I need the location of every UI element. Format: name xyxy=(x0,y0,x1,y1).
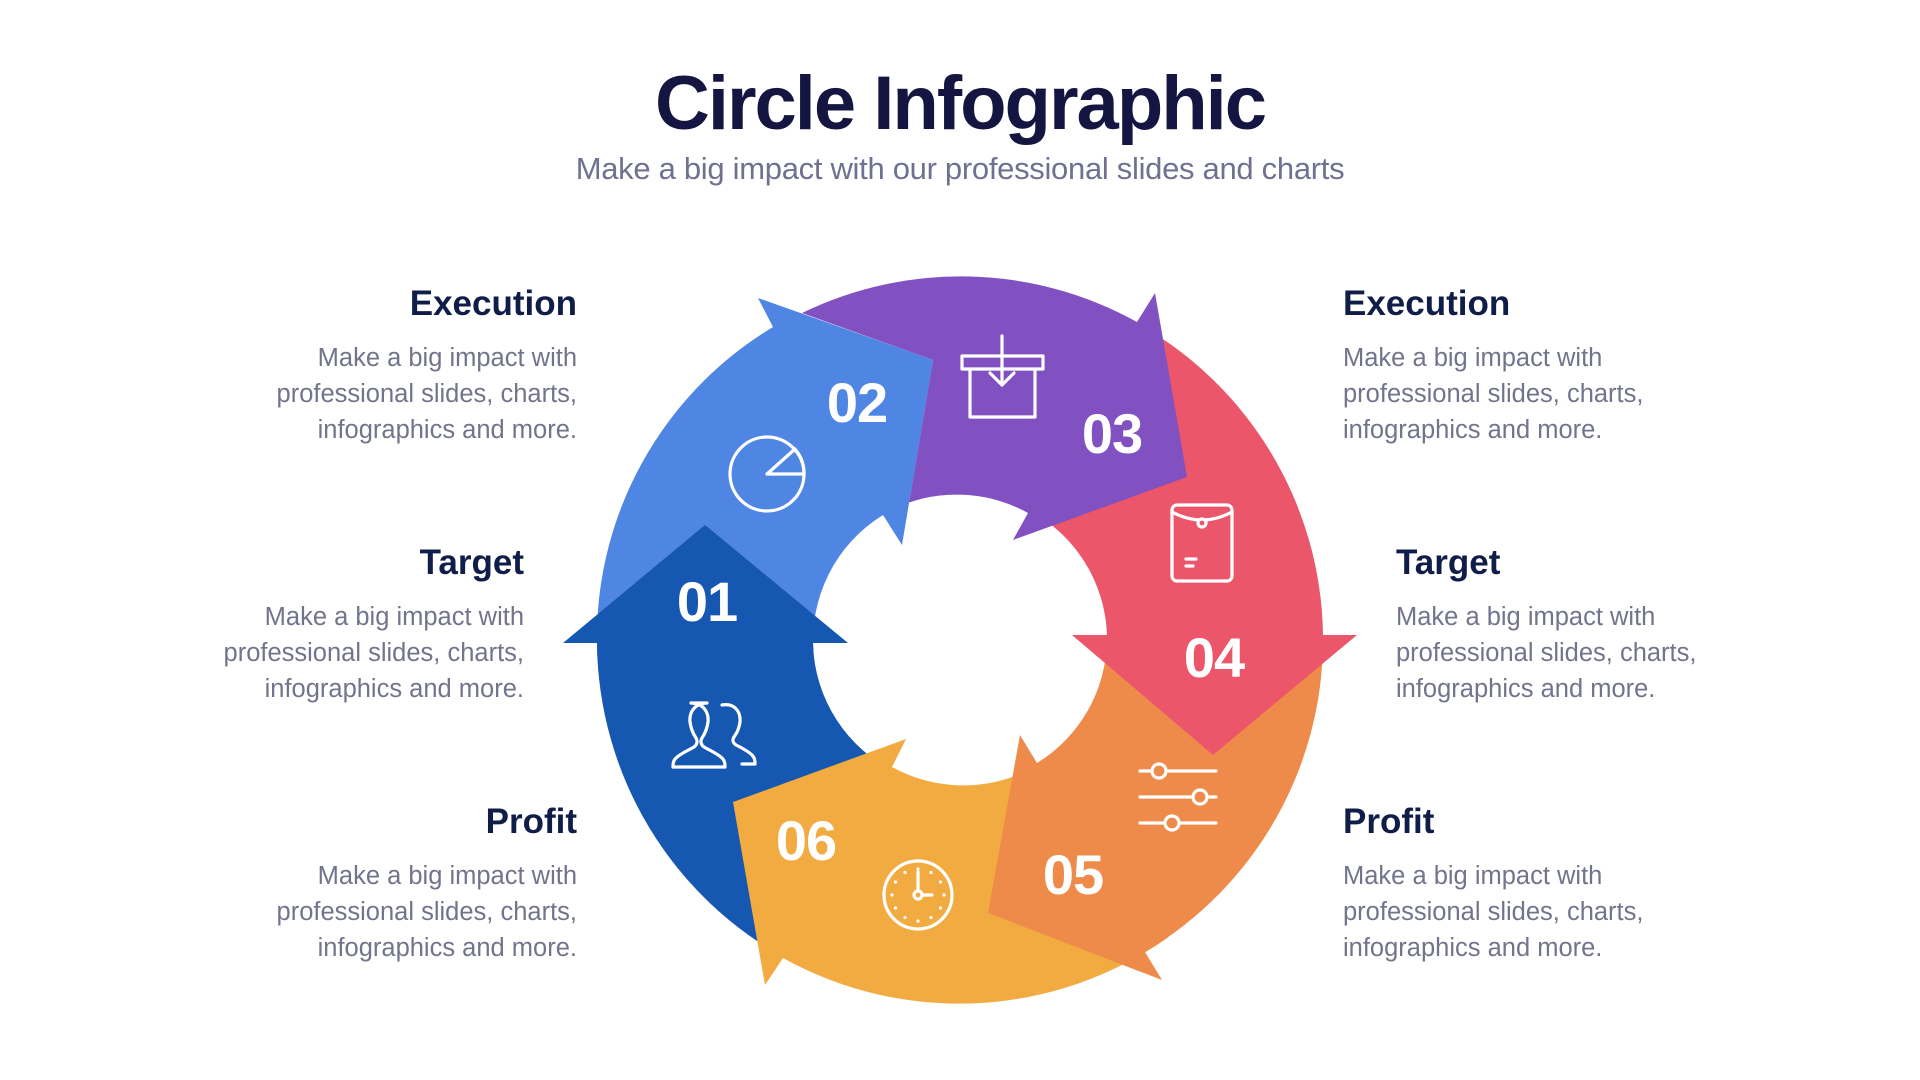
block-heading: Profit xyxy=(485,802,577,841)
right-block-profit: Profit Make a big impact with profession… xyxy=(1343,800,1783,966)
step-number-01: 01 xyxy=(676,570,738,633)
description-line: infographics and more. xyxy=(1343,416,1603,444)
step-number-06: 06 xyxy=(775,809,837,872)
description-line: professional slides, charts, xyxy=(1343,898,1644,926)
users-icon xyxy=(671,701,757,769)
description-line: Make a big impact with xyxy=(1396,603,1656,631)
block-description: Make a big impact with professional slid… xyxy=(84,599,524,707)
description-line: professional slides, charts, xyxy=(223,639,524,667)
sliders-icon xyxy=(1138,762,1218,832)
clock-icon xyxy=(882,859,954,931)
left-block-profit: Profit Make a big impact with profession… xyxy=(137,800,577,966)
page-title: Circle Infographic xyxy=(654,61,1267,146)
description-line: infographics and more. xyxy=(317,416,577,444)
description-line: professional slides, charts, xyxy=(276,898,577,926)
block-description: Make a big impact with professional slid… xyxy=(137,340,577,448)
pie-chart-icon xyxy=(728,435,806,513)
step-number-02: 02 xyxy=(826,371,888,434)
step-number-05: 05 xyxy=(1042,843,1104,906)
envelope-tablet-icon xyxy=(1170,503,1234,583)
description-line: infographics and more. xyxy=(1343,934,1603,962)
arrow-segment-03 xyxy=(802,276,1187,540)
right-block-target: Target Make a big impact with profession… xyxy=(1396,541,1836,707)
description-line: infographics and more. xyxy=(1396,675,1656,703)
block-heading: Target xyxy=(419,543,524,582)
block-heading: Target xyxy=(1396,543,1501,582)
description-line: infographics and more. xyxy=(317,934,577,962)
description-line: Make a big impact with xyxy=(317,862,577,890)
left-block-execution: Execution Make a big impact with profess… xyxy=(137,282,577,448)
description-line: professional slides, charts, xyxy=(1396,639,1697,667)
block-description: Make a big impact with professional slid… xyxy=(1396,599,1836,707)
block-heading: Execution xyxy=(1343,284,1511,323)
step-number-03: 03 xyxy=(1081,402,1143,465)
step-number-04: 04 xyxy=(1183,626,1245,689)
block-heading: Profit xyxy=(1343,802,1435,841)
description-line: infographics and more. xyxy=(264,675,524,703)
right-block-execution: Execution Make a big impact with profess… xyxy=(1343,282,1783,448)
description-line: Make a big impact with xyxy=(1343,344,1603,372)
block-description: Make a big impact with professional slid… xyxy=(1343,340,1783,448)
block-heading: Execution xyxy=(409,284,577,323)
description-line: professional slides, charts, xyxy=(276,380,577,408)
left-block-target: Target Make a big impact with profession… xyxy=(84,541,524,707)
block-description: Make a big impact with professional slid… xyxy=(1343,858,1783,966)
description-line: Make a big impact with xyxy=(1343,862,1603,890)
page-subtitle: Make a big impact with our professional … xyxy=(575,151,1345,186)
description-line: Make a big impact with xyxy=(317,344,577,372)
block-description: Make a big impact with professional slid… xyxy=(137,858,577,966)
inbox-download-icon xyxy=(960,334,1045,419)
description-line: professional slides, charts, xyxy=(1343,380,1644,408)
description-line: Make a big impact with xyxy=(264,603,524,631)
